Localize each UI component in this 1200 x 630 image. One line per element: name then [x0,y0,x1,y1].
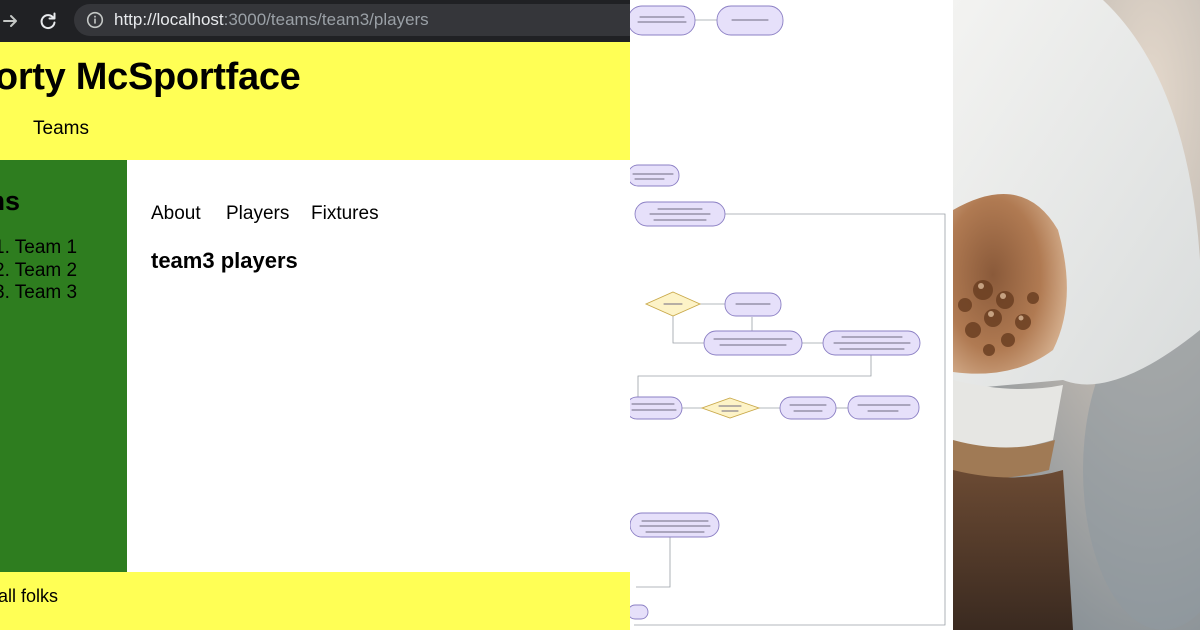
team-list: 1. Team 1 2. Team 2 3. Team 3 [0,237,77,305]
page-heading: team3 players [151,248,298,273]
sidebar-heading: ams [0,186,21,216]
flow-node [703,330,803,356]
teams-sidebar: ams 1. Team 1 2. Team 2 3. Team 3 [0,160,127,572]
info-icon[interactable] [86,11,104,29]
url-host: http://localhost [114,10,224,29]
dripper-collar [953,380,1063,452]
coffee-grounds [953,194,1067,374]
site-footer: s all folks [0,572,630,630]
flow-node [630,512,720,538]
team-list-item: 1. Team 1 [0,237,77,260]
team-link-2[interactable]: 2. Team 2 [0,259,78,281]
flow-node [630,5,696,36]
browser-screenshot: http://localhost:3000/teams/team3/player… [0,0,630,630]
flowchart-node-text [631,16,911,533]
team-list-item: 2. Team 2 [0,260,77,283]
team-list-item: 3. Team 3 [0,282,77,305]
team-link-1[interactable]: 1. Team 1 [0,237,78,258]
carafe [953,470,1073,630]
browser-toolbar: http://localhost:3000/teams/team3/player… [0,0,630,42]
flow-node [630,604,649,620]
flow-decision [700,397,761,419]
nav-link-teams[interactable]: Teams [33,118,89,139]
footer-text: s all folks [0,586,59,606]
url-text: http://localhost:3000/teams/team3/player… [114,9,429,31]
site-header: porty McSportface e Teams [0,42,630,160]
url-path: :3000/teams/team3/players [223,10,429,29]
flow-node [630,396,683,420]
flow-node [847,395,920,420]
main-content: About Players Fixtures team3 players [127,160,630,572]
flowchart-connectors [634,19,946,626]
flowchart-thumbnail [630,0,953,630]
tab-players[interactable]: Players [226,203,290,224]
coffee-bubbles [958,280,1039,356]
flow-node [630,164,680,187]
site-title: porty McSportface [0,56,301,98]
coffee-dripper-illustration [953,0,1200,630]
tab-about[interactable]: About [151,203,201,224]
forward-arrow-icon [3,15,17,27]
coffee-photo [953,0,1200,630]
address-bar[interactable]: http://localhost:3000/teams/team3/player… [74,4,630,36]
flow-node [779,396,837,420]
team-link-3[interactable]: 3. Team 3 [0,282,78,303]
reload-icon [40,12,56,30]
reload-button[interactable] [35,8,61,34]
tab-fixtures[interactable]: Fixtures [311,203,379,224]
flowchart-diagram [630,5,946,626]
forward-button[interactable] [0,8,24,34]
